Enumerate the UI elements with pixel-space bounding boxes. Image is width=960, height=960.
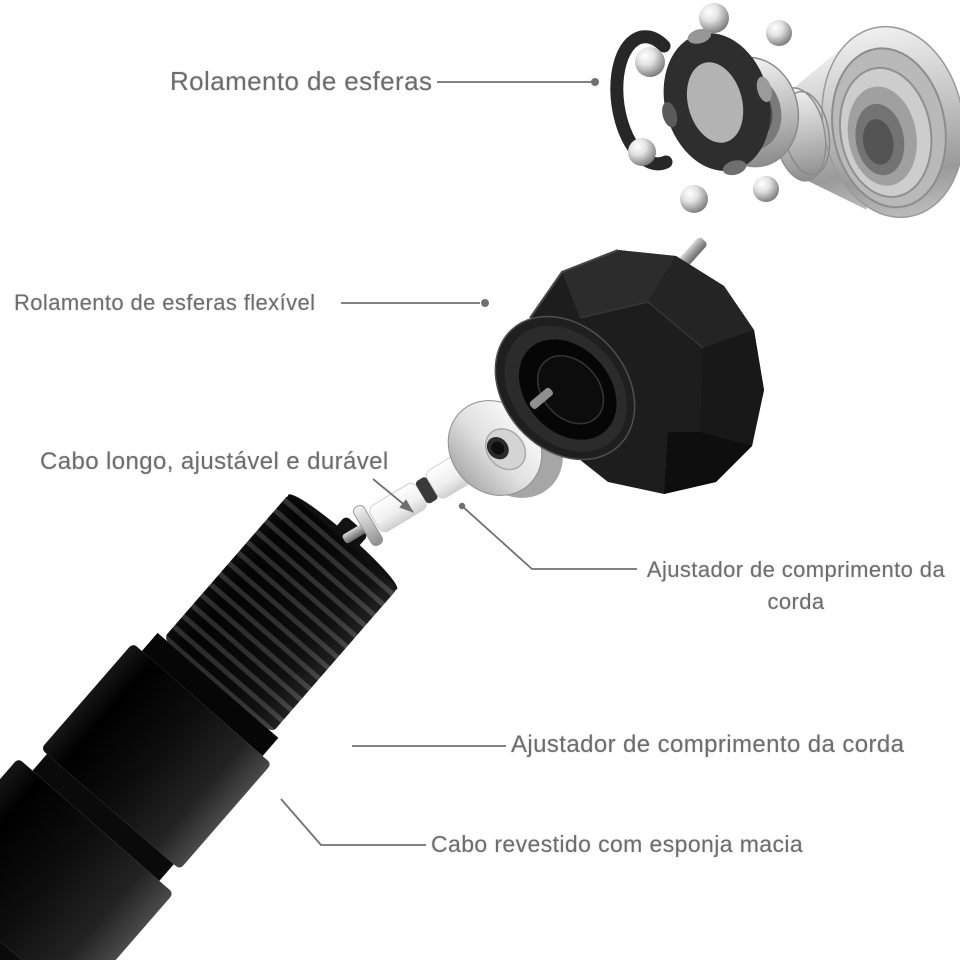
cap-flange xyxy=(494,315,636,461)
steel-ball xyxy=(635,47,665,77)
steel-ball xyxy=(680,185,708,213)
label-sponge-handle: Cabo revestido com esponja macia xyxy=(431,831,804,857)
handle-foam-band xyxy=(0,760,172,960)
ball-bearing-assembly xyxy=(610,3,960,219)
connector-flange-disc xyxy=(352,504,384,547)
steel-ball xyxy=(766,20,792,46)
threaded-handle-body xyxy=(0,494,398,960)
label-ball-bearing: Rolamento de esferas xyxy=(170,66,433,96)
handle-thread xyxy=(166,495,396,731)
cap-inner-pin xyxy=(529,387,553,409)
dark-collar xyxy=(415,477,438,504)
handle-collar-band xyxy=(42,645,270,868)
bearing-cage xyxy=(662,28,772,176)
steel-ball xyxy=(628,138,656,166)
flexible-bearing-cap xyxy=(494,237,764,494)
label-rope-adjuster-single: Ajustador de comprimento da corda xyxy=(511,731,905,758)
handle-neck-ring xyxy=(141,632,279,756)
handle-recess-ring xyxy=(32,754,174,881)
leader-flexible-bearing xyxy=(341,299,489,307)
steel-ball xyxy=(753,176,779,202)
leader-sponge-handle xyxy=(280,798,426,846)
leader-long-handle-arrow xyxy=(372,478,414,513)
leader-adjuster-2line xyxy=(458,502,637,570)
leader-ball-bearing xyxy=(437,78,599,86)
label-flexible-ball-bearing: Rolamento de esferas flexível xyxy=(14,290,316,315)
steel-ball xyxy=(699,3,729,33)
white-sleeve xyxy=(369,482,427,533)
bearing-outer-race xyxy=(773,25,960,219)
label-rope-adjuster-right: Ajustador de comprimento da corda xyxy=(628,554,960,618)
label-rope-adjuster-line1: Ajustador de comprimento da xyxy=(646,557,946,582)
label-long-handle: Cabo longo, ajustável e durável xyxy=(40,448,389,475)
steel-balls xyxy=(628,3,792,213)
label-rope-adjuster-line2: corda xyxy=(767,589,825,614)
